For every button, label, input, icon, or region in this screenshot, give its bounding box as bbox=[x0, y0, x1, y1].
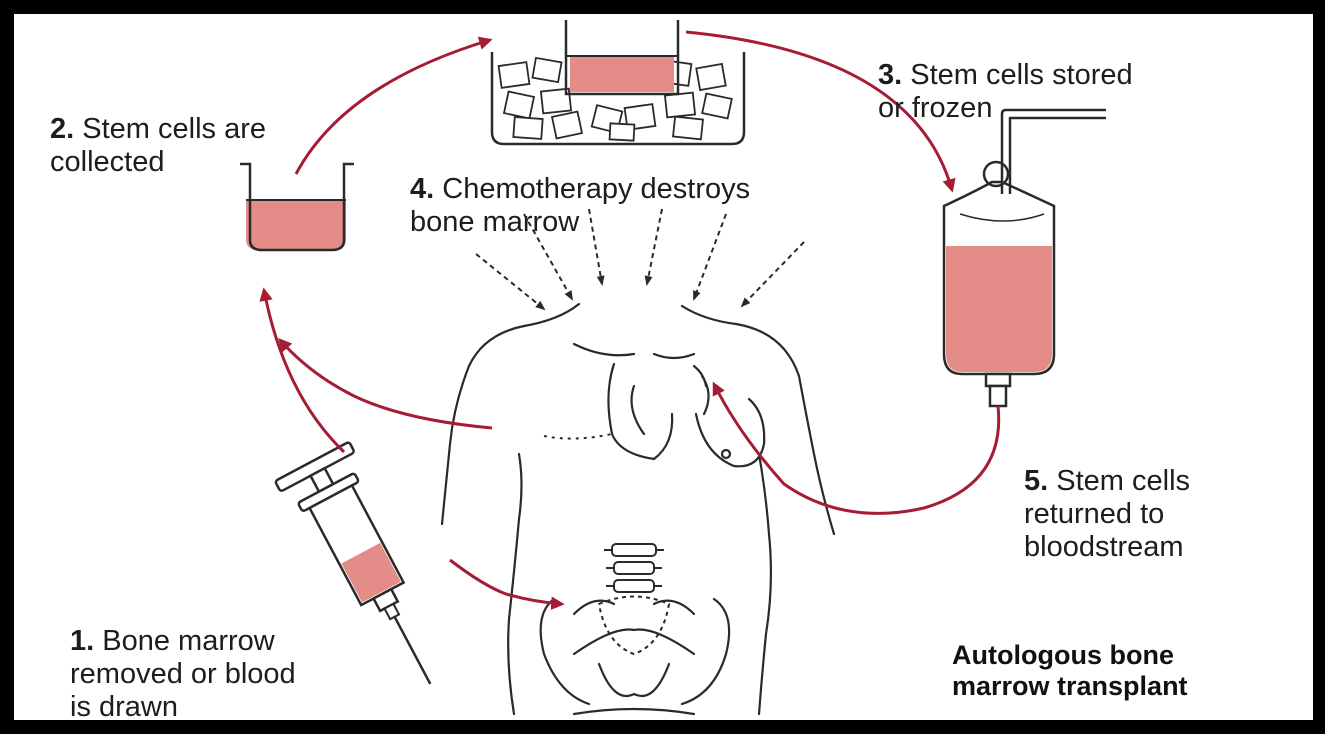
step-4-label: 4. Chemotherapy destroys bone marrow bbox=[410, 140, 750, 239]
step-2-number: 2. bbox=[50, 113, 74, 145]
step-3-text: Stem cells stored or frozen bbox=[878, 59, 1133, 124]
step-1-label: 1. Bone marrow removed or blood is drawn bbox=[70, 592, 296, 720]
incision-marks bbox=[544, 434, 612, 439]
arrow-syringe-to-hip bbox=[450, 560, 562, 604]
step-4-number: 4. bbox=[410, 173, 434, 205]
step-1-number: 1. bbox=[70, 625, 94, 657]
iv-bag bbox=[944, 110, 1106, 406]
step-2-label: 2. Stem cells are collected bbox=[50, 80, 266, 179]
ice-bucket-container bbox=[492, 20, 744, 144]
step-3-label: 3. Stem cells stored or frozen bbox=[878, 26, 1133, 125]
sacrum-outline bbox=[599, 597, 669, 655]
syringe bbox=[275, 442, 467, 704]
arrow-syringe-to-beaker bbox=[264, 290, 344, 452]
step-2-text: Stem cells are collected bbox=[50, 113, 266, 178]
diagram-panel: 1. Bone marrow removed or blood is drawn… bbox=[14, 14, 1313, 720]
step-5-number: 5. bbox=[1024, 465, 1048, 497]
step-4-text: Chemotherapy destroys bone marrow bbox=[410, 173, 750, 238]
step-1-text: Bone marrow removed or blood is drawn bbox=[70, 625, 296, 720]
diagram-title: Autologous bone marrow transplant bbox=[952, 640, 1188, 702]
step-5-label: 5. Stem cells returned to bloodstream bbox=[1024, 432, 1190, 564]
spine bbox=[604, 544, 664, 592]
step-5-text: Stem cells returned to bloodstream bbox=[1024, 465, 1190, 563]
arrow-ivbag-to-chest bbox=[714, 384, 999, 513]
step-3-number: 3. bbox=[878, 59, 902, 91]
